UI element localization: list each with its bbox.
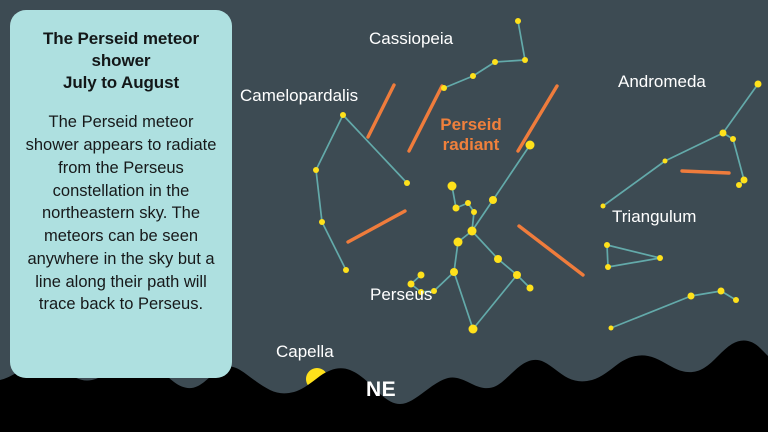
star-camelopardalis: [319, 219, 325, 225]
star-cassiopeia: [492, 59, 498, 65]
constellation-line-andromeda: [732, 138, 745, 181]
star-andromeda: [740, 176, 748, 184]
star-camelopardalis: [340, 112, 346, 118]
star-perseus: [418, 289, 424, 295]
constellation-line-perseus: [453, 241, 459, 273]
star-andromeda: [736, 182, 742, 188]
star-cassiopeia: [515, 18, 521, 24]
label-radiant-line2: radiant: [442, 135, 500, 155]
constellation-line-perseus: [453, 271, 474, 330]
horizon-silhouette: [0, 340, 768, 432]
star-perseus: [525, 140, 535, 150]
constellation-line-triangulum: [606, 244, 609, 268]
constellation-line-cassiopeia: [472, 61, 496, 77]
constellation-line-aries: [610, 295, 692, 329]
star-andromeda: [754, 80, 762, 88]
star-camelopardalis: [343, 267, 349, 273]
meteor-streak: [346, 209, 407, 244]
star-perseus: [407, 280, 415, 288]
star-perseus: [447, 181, 457, 191]
star-aries: [608, 325, 614, 331]
star-perseus: [494, 255, 502, 263]
star-perseus: [452, 204, 460, 212]
star-cassiopeia: [441, 85, 447, 91]
star-perseus: [417, 271, 425, 279]
label-direction-ne: NE: [366, 378, 397, 401]
star-camelopardalis: [404, 180, 410, 186]
constellation-line-andromeda: [664, 132, 724, 162]
constellation-line-cassiopeia: [517, 20, 526, 61]
star-perseus: [513, 271, 521, 279]
constellation-line-camelopardalis: [315, 169, 323, 223]
label-perseus: Perseus: [370, 285, 433, 304]
star-perseus: [453, 237, 463, 247]
label-camelopardalis: Camelopardalis: [240, 86, 359, 105]
label-capella: Capella: [276, 342, 334, 361]
label-radiant-line1: Perseid: [440, 115, 502, 134]
star-triangulum: [605, 264, 611, 270]
constellation-line-andromeda: [602, 160, 666, 207]
star-perseus: [489, 196, 497, 204]
constellation-line-cassiopeia: [443, 75, 474, 89]
meteor-streak: [366, 83, 396, 139]
constellation-line-camelopardalis: [342, 114, 408, 184]
meteor-streaks-group: [346, 83, 731, 277]
panel-title-line2: July to August: [62, 72, 180, 92]
constellation-line-triangulum: [607, 257, 661, 268]
constellation-line-aries: [690, 290, 722, 297]
label-triangulum: Triangulum: [612, 207, 697, 226]
meteor-streak: [516, 84, 559, 153]
label-andromeda: Andromeda: [618, 72, 706, 91]
panel-title-line1: The Perseid meteor shower: [43, 29, 199, 70]
star-aries: [717, 287, 725, 295]
constellation-line-perseus: [433, 271, 455, 292]
constellation-line-triangulum: [606, 244, 661, 259]
star-cassiopeia: [522, 57, 528, 63]
constellation-line-camelopardalis: [315, 114, 344, 171]
panel-title: The Perseid meteor shower July to August: [24, 28, 218, 93]
constellation-line-perseus: [497, 258, 518, 276]
star-perseus: [465, 200, 471, 206]
meteor-streak: [407, 84, 444, 153]
star-perseus: [471, 209, 477, 215]
star-andromeda: [730, 136, 736, 142]
star-perseus: [450, 268, 458, 276]
star-andromeda: [662, 158, 668, 164]
star-triangulum: [604, 242, 610, 248]
star-andromeda: [719, 129, 727, 137]
info-panel: The Perseid meteor shower July to August…: [10, 10, 232, 378]
star-aries: [687, 292, 695, 300]
star-perseus: [468, 324, 478, 334]
stars-group: [313, 18, 762, 334]
constellation-line-camelopardalis: [321, 221, 347, 271]
star-perseus: [431, 288, 437, 294]
star-cassiopeia: [470, 73, 476, 79]
meteor-streak: [680, 169, 731, 175]
constellation-line-cassiopeia: [494, 59, 526, 63]
constellation-line-perseus: [472, 274, 518, 330]
star-andromeda: [600, 203, 606, 209]
star-aries: [733, 297, 739, 303]
constellation-line-perseus: [471, 230, 499, 260]
panel-body-text: The Perseid meteor shower appears to rad…: [25, 113, 217, 314]
constellation-line-andromeda: [722, 83, 759, 134]
meteor-streak: [517, 224, 585, 277]
constellation-line-perseus: [471, 199, 494, 232]
constellation-line-perseus: [492, 144, 531, 201]
star-perseus: [526, 284, 534, 292]
label-cassiopeia: Cassiopeia: [369, 29, 454, 48]
star-triangulum: [657, 255, 663, 261]
star-perseus: [467, 226, 477, 236]
star-camelopardalis: [313, 167, 319, 173]
